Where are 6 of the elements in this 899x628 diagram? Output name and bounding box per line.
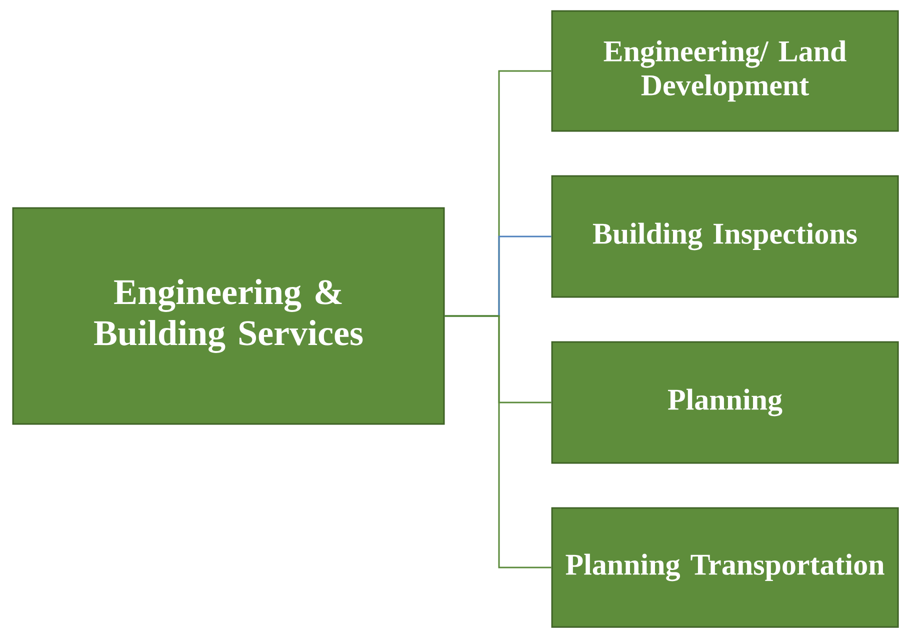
department-box: Planning Transportation	[551, 507, 899, 628]
connector	[444, 315, 552, 568]
department-box: Planning	[551, 341, 899, 464]
department-box: Engineering/ Land Development	[551, 10, 899, 132]
root-box: Engineering & Building Services	[12, 207, 445, 425]
department-box: Building Inspections	[551, 175, 899, 298]
